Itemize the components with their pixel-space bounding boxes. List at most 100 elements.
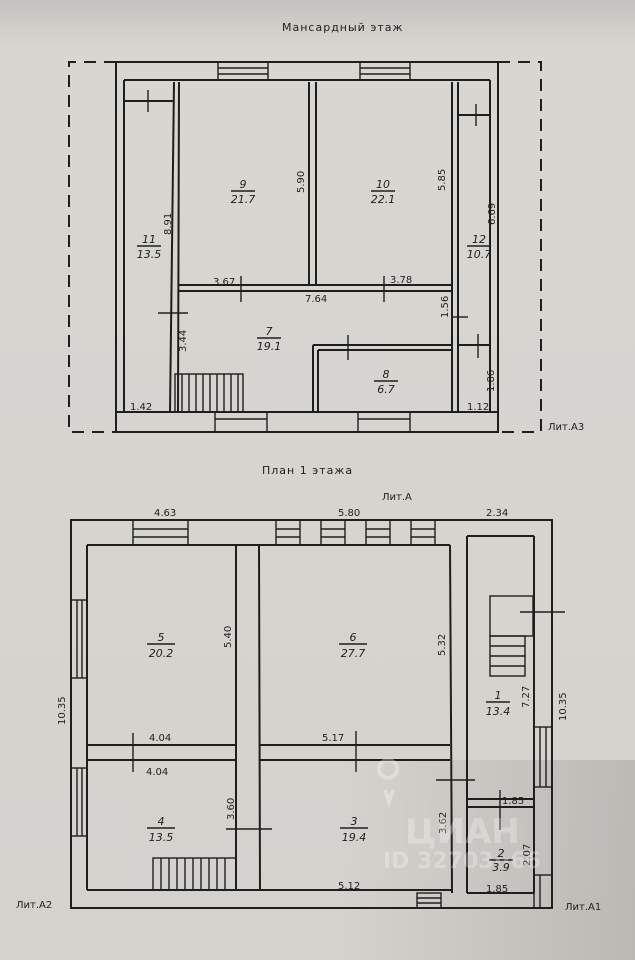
watermark: ЦИАН ID 32703··66 — [377, 758, 541, 874]
room-label: 11 13.5 — [137, 233, 162, 261]
stairs-icon — [152, 857, 237, 891]
window — [275, 519, 301, 546]
dimension-label: 3.60 — [226, 798, 237, 820]
plan-text: 10.7 — [467, 248, 492, 261]
dimension-label: 10.35 — [558, 692, 569, 721]
room-label: 113.4 — [486, 689, 511, 718]
plan-text: 4 — [158, 815, 165, 828]
dimension-label: 2.34 — [486, 508, 508, 519]
room-label: 719.1 — [257, 325, 282, 353]
outer-wall — [115, 61, 499, 433]
wall-line — [275, 519, 301, 546]
plan-text: 12 — [472, 233, 486, 246]
window — [357, 411, 411, 433]
plan-text: 13.5 — [149, 831, 174, 844]
wall-line — [152, 857, 237, 891]
dimension-label: 5.40 — [223, 626, 234, 648]
wall-line — [320, 519, 346, 546]
plan-text: 20.2 — [149, 647, 174, 660]
window — [132, 519, 189, 546]
watermark-id: ID 32703··66 — [383, 849, 541, 874]
dimension-label: 4.04 — [146, 767, 168, 778]
room-label: 12 10.7 — [467, 233, 492, 261]
dimension-label: 1.56 — [440, 296, 451, 318]
dimension-label: 5.85 — [437, 169, 448, 191]
wall-line — [533, 726, 553, 788]
lit-label: Лит.А1 — [565, 902, 601, 913]
dimension-label: 1.42 — [130, 402, 152, 413]
lit-label: Лит.А — [382, 492, 412, 503]
dimension-label: 4.04 — [149, 733, 171, 744]
dimension-label: 1.12 — [467, 402, 489, 413]
dimension-label: 1.85 — [486, 884, 508, 895]
room-label: 86.7 — [374, 368, 398, 396]
dimension-label: 7.64 — [305, 294, 327, 305]
wall-line — [533, 874, 553, 909]
room-label: 23.9 — [489, 847, 513, 874]
dimension-label: 5.32 — [437, 634, 448, 656]
dimension-label: 1.85 — [502, 796, 524, 807]
wall-line — [169, 81, 175, 413]
plan-text: 3.9 — [492, 861, 510, 874]
dimension-label: 6.69 — [487, 203, 498, 225]
wall-line — [70, 599, 88, 679]
plan-text: 6.7 — [377, 383, 395, 396]
outer-wall — [70, 519, 553, 909]
stairs-icon — [489, 595, 534, 677]
window — [410, 519, 436, 546]
window — [359, 61, 411, 81]
plan-text: 8 — [383, 368, 390, 381]
room-label: 319.4 — [340, 815, 368, 844]
dimension-label: 5.17 — [322, 733, 344, 744]
dashed-outline-left — [68, 61, 116, 433]
wall-line — [70, 767, 88, 837]
dimension-label: 8.91 — [163, 213, 174, 235]
plan-text: 11 — [142, 233, 156, 246]
room-label: 520.2 — [147, 631, 175, 660]
dimension-label: 1.86 — [486, 370, 497, 392]
plan-text: 19.1 — [257, 340, 282, 353]
attic-plan: Мансардный этаж — [68, 21, 584, 433]
dimension-label: 10.35 — [57, 696, 68, 725]
wall-line — [365, 519, 391, 546]
map-pin-icon — [377, 758, 400, 809]
plan-text: 27.7 — [341, 647, 366, 660]
first-floor-title: План 1 этажа — [262, 464, 353, 477]
dimension-label: 7.27 — [521, 686, 532, 708]
plan-text: 1 — [495, 689, 502, 702]
wall-line — [132, 519, 189, 546]
lit-label: Лит.А2 — [16, 900, 52, 911]
plan-text: 13.5 — [137, 248, 162, 261]
watermark-brand: ЦИАН — [405, 812, 520, 852]
window — [320, 519, 346, 546]
room-label: 413.5 — [147, 815, 175, 844]
dimension-label: 2.07 — [522, 844, 533, 866]
plan-text: 13.4 — [486, 705, 511, 718]
wall-line — [258, 544, 261, 891]
dashed-outline-right — [498, 61, 542, 433]
entrance-door — [416, 892, 442, 909]
plan-text: 7 — [266, 325, 273, 338]
first-floor-plan: План 1 этажа Лит.А — [16, 464, 601, 913]
shadow — [340, 760, 635, 960]
dimension-label: 3.78 — [390, 275, 412, 286]
attic-title: Мансардный этаж — [282, 21, 403, 34]
wall-line — [410, 519, 436, 546]
room-label: 921.7 — [231, 178, 256, 206]
wall-line — [174, 373, 244, 413]
plan-text: 21.7 — [231, 193, 256, 206]
plan-text: 10 — [376, 178, 390, 191]
dimension-label: 3.67 — [213, 277, 235, 288]
dimension-label: 3.44 — [178, 330, 189, 352]
wall-line — [416, 892, 442, 909]
dimension-label: 4.63 — [154, 508, 176, 519]
window — [217, 61, 269, 81]
window — [70, 599, 88, 679]
wall-line — [217, 61, 269, 81]
plan-text: 2 — [498, 847, 505, 860]
plan-text: 3 — [351, 815, 358, 828]
dimension-label: 3.62 — [438, 812, 449, 834]
window — [365, 519, 391, 546]
wall-line — [177, 81, 180, 413]
